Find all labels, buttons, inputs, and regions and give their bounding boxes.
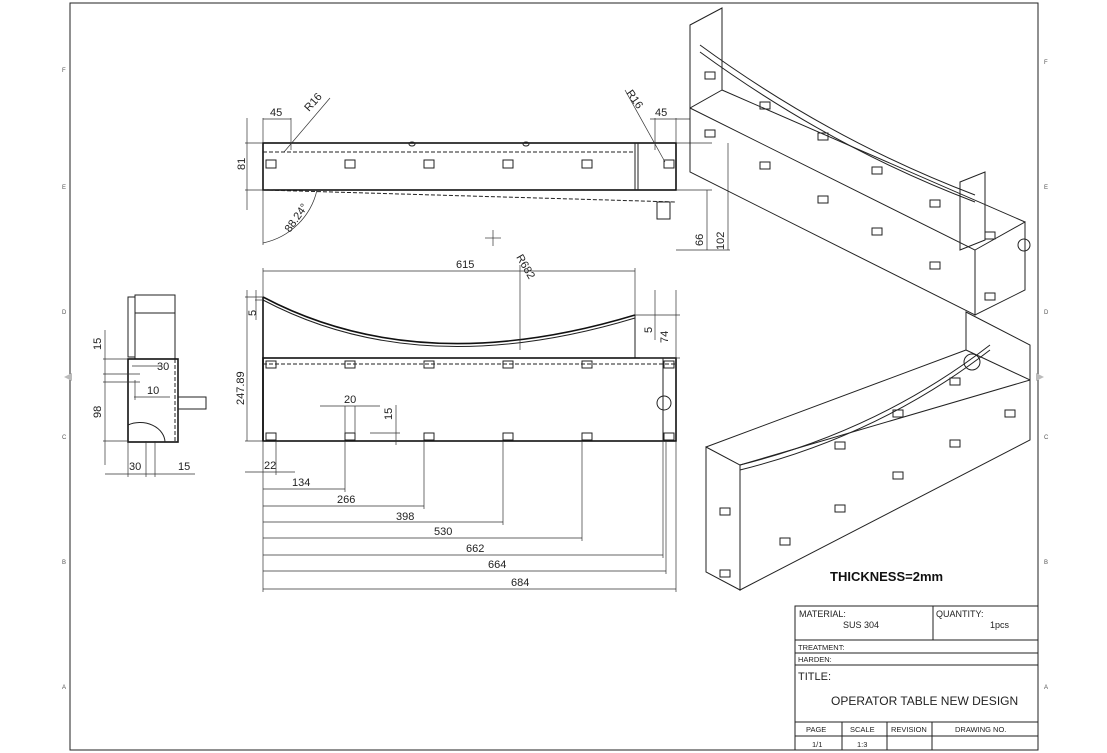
- dim-r682: R682: [513, 253, 537, 282]
- zone-markers-right: F E D C B A: [1044, 60, 1049, 691]
- zone-label: C: [62, 435, 67, 441]
- zone-label: E: [1044, 185, 1048, 191]
- scale-value: 1:3: [857, 740, 867, 749]
- dim-right-45: 45: [655, 107, 667, 119]
- side-view: 15 30 10 98 30 15: [92, 294, 207, 477]
- quantity-value: 1pcs: [990, 620, 1010, 630]
- drawing-title: OPERATOR TABLE NEW DESIGN: [831, 694, 1018, 708]
- material-value: SUS 304: [843, 620, 879, 630]
- title-block: MATERIAL: SUS 304 QUANTITY: 1pcs TREATME…: [794, 605, 1039, 751]
- title-label: TITLE:: [798, 671, 831, 683]
- top-view: 45 R16 81 88.24° R16 45 66 102: [236, 88, 730, 251]
- sheet-border: [69, 2, 1039, 751]
- dim-left-5: 5: [247, 310, 259, 316]
- dim-74: 74: [659, 331, 671, 343]
- dim-side-15-bottom: 15: [178, 461, 190, 473]
- zone-label: B: [62, 560, 66, 566]
- dim-684: 684: [511, 577, 529, 589]
- dim-left-r16: R16: [302, 91, 324, 114]
- thickness-note: THICKNESS=2mm: [830, 569, 943, 584]
- dim-22: 22: [264, 460, 276, 472]
- dim-615: 615: [456, 259, 474, 271]
- material-label: MATERIAL:: [799, 609, 846, 619]
- dim-664: 664: [488, 559, 506, 571]
- isometric-view-top: [689, 7, 1031, 316]
- dim-side-30: 30: [157, 361, 169, 373]
- harden-label: HARDEN:: [798, 655, 832, 664]
- zone-label: A: [62, 685, 66, 691]
- zone-label: F: [1044, 60, 1048, 66]
- dim-angle: 88.24°: [283, 202, 311, 235]
- dim-134: 134: [292, 477, 310, 489]
- dim-right-5: 5: [643, 327, 655, 333]
- dim-102: 102: [715, 232, 727, 250]
- revision-label: REVISION: [891, 725, 927, 734]
- dim-height-81: 81: [236, 158, 248, 170]
- zone-label: F: [62, 68, 66, 74]
- dim-side-10: 10: [147, 385, 159, 397]
- scale-label: SCALE: [850, 725, 875, 734]
- front-view: 615 R682 5 247.89 5 74 20 15 22 134 266 …: [235, 253, 680, 592]
- zone-label: E: [62, 185, 66, 191]
- page-label: PAGE: [806, 725, 826, 734]
- zone-label: B: [1044, 560, 1048, 566]
- drawing-no-label: DRAWING NO.: [955, 725, 1006, 734]
- dim-530: 530: [434, 526, 452, 538]
- dim-662: 662: [466, 543, 484, 555]
- dim-side-98: 98: [92, 406, 104, 418]
- dim-66: 66: [694, 234, 706, 246]
- dim-side-30-bottom: 30: [129, 461, 141, 473]
- dim-slot-20: 20: [344, 394, 356, 406]
- page-value: 1/1: [812, 740, 822, 749]
- zone-markers-left: F E D C B A: [62, 68, 67, 691]
- center-arrow-icon: [64, 373, 72, 381]
- dim-398: 398: [396, 511, 414, 523]
- isometric-view-bottom: [705, 311, 1031, 591]
- center-arrow-icon: [1036, 373, 1044, 381]
- dim-266: 266: [337, 494, 355, 506]
- quantity-label: QUANTITY:: [936, 609, 984, 619]
- treatment-label: TREATMENT:: [798, 643, 845, 652]
- zone-label: D: [1044, 310, 1049, 316]
- zone-label: D: [62, 310, 67, 316]
- dim-slot-15: 15: [383, 408, 395, 420]
- dim-right-r16: R16: [624, 88, 645, 111]
- zone-label: A: [1044, 685, 1048, 691]
- zone-label: C: [1044, 435, 1049, 441]
- dim-side-15: 15: [92, 338, 104, 350]
- dim-247-89: 247.89: [235, 371, 247, 405]
- dim-left-45: 45: [270, 107, 282, 119]
